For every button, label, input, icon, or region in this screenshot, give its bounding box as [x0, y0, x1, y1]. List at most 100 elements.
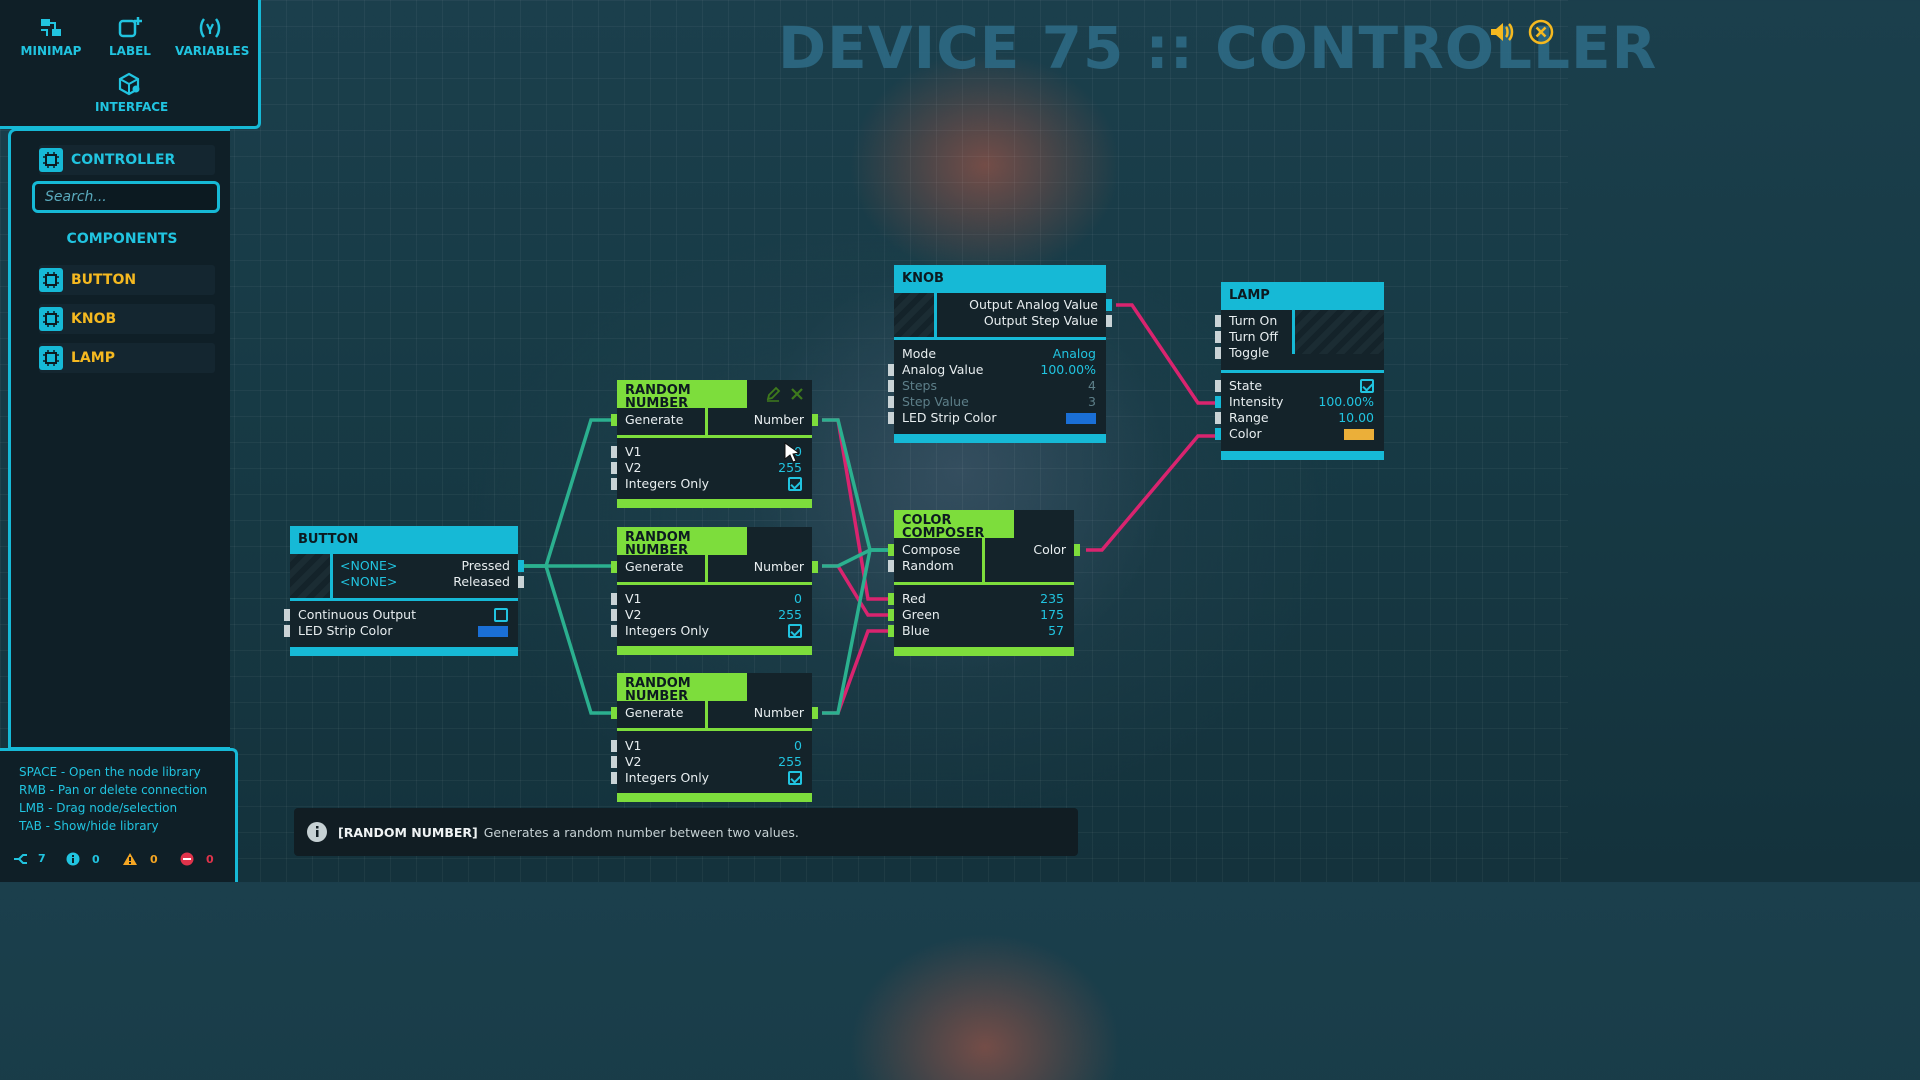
v1-value[interactable]: 0 [794, 591, 802, 606]
input-port[interactable] [611, 740, 617, 752]
speaker-icon[interactable] [1487, 18, 1515, 46]
input-port[interactable] [1215, 396, 1221, 408]
input-port[interactable] [1215, 347, 1221, 359]
input-port[interactable] [1215, 380, 1221, 392]
input-port[interactable] [284, 609, 290, 621]
v1-value[interactable]: 0 [794, 738, 802, 753]
output-port[interactable] [812, 414, 818, 426]
v2-value[interactable]: 255 [778, 754, 802, 769]
step-value-row: Step Value 3 [888, 394, 1106, 410]
input-port[interactable] [611, 756, 617, 768]
wire-button-random1 [524, 418, 611, 568]
input-port[interactable] [611, 561, 617, 573]
integers-only-checkbox[interactable] [788, 624, 802, 638]
search-input[interactable] [32, 181, 220, 213]
random-number-node-3[interactable]: RANDOM NUMBER Generate Number V1 0 V2 25… [611, 673, 818, 802]
input-port[interactable] [888, 593, 894, 605]
interface-button[interactable]: INTERFACE [95, 72, 168, 128]
intensity-value[interactable]: 100.00% [1318, 394, 1374, 409]
error-count: 0 [180, 852, 214, 866]
v2-value[interactable]: 255 [778, 460, 802, 475]
node-footer [894, 647, 1074, 656]
input-port[interactable] [611, 446, 617, 458]
lamp-color-swatch[interactable] [1344, 429, 1374, 440]
pressed-label: Pressed [461, 558, 510, 573]
input-port[interactable] [611, 414, 617, 426]
output-port[interactable] [1106, 299, 1112, 311]
integers-only-row: Integers Only [611, 623, 812, 639]
lamp-node[interactable]: LAMP Turn On Turn Off Toggle State Inten… [1215, 282, 1384, 460]
output-port[interactable] [1106, 315, 1112, 327]
input-port[interactable] [888, 396, 894, 408]
input-port[interactable] [611, 478, 617, 490]
close-icon[interactable] [1527, 18, 1555, 46]
input-port[interactable] [284, 625, 290, 637]
input-port[interactable] [888, 609, 894, 621]
step-value-label: Step Value [902, 394, 969, 409]
step-value[interactable]: 3 [1088, 394, 1096, 409]
random-number-node-2[interactable]: RANDOM NUMBER Generate Number V1 0 V2 25… [611, 527, 818, 655]
minimap-button[interactable]: MINIMAP [16, 16, 86, 72]
blue-value[interactable]: 57 [1048, 623, 1064, 638]
input-port[interactable] [1215, 331, 1221, 343]
v1-value[interactable]: 0 [794, 444, 802, 459]
red-value[interactable]: 235 [1040, 591, 1064, 606]
output-port[interactable] [812, 707, 818, 719]
input-port[interactable] [888, 625, 894, 637]
v2-value[interactable]: 255 [778, 607, 802, 622]
component-item-button[interactable]: BUTTON [39, 265, 215, 295]
pressed-binding[interactable]: <NONE> [340, 558, 398, 573]
mode-value[interactable]: Analog [1052, 346, 1096, 361]
chip-icon [39, 148, 63, 172]
input-port[interactable] [611, 462, 617, 474]
input-port[interactable] [611, 625, 617, 637]
led-color-swatch[interactable] [1066, 413, 1096, 424]
label-button[interactable]: LABEL [95, 16, 165, 72]
input-port[interactable] [611, 593, 617, 605]
input-port[interactable] [888, 412, 894, 424]
released-binding[interactable]: <NONE> [340, 574, 398, 589]
output-port[interactable] [1074, 544, 1080, 556]
edit-icon[interactable] [765, 386, 781, 402]
integers-only-checkbox[interactable] [788, 477, 802, 491]
controller-header[interactable]: CONTROLLER [39, 145, 215, 175]
node-divider [617, 728, 812, 731]
state-checkbox[interactable] [1360, 379, 1374, 393]
node-divider [1292, 310, 1295, 354]
component-item-knob[interactable]: KNOB [39, 304, 215, 334]
output-port[interactable] [812, 561, 818, 573]
color-composer-node[interactable]: COLOR COMPOSER Compose Color Random Red … [888, 510, 1080, 656]
output-port[interactable] [518, 560, 524, 572]
input-port[interactable] [888, 380, 894, 392]
input-port[interactable] [611, 609, 617, 621]
component-item-lamp[interactable]: LAMP [39, 343, 215, 373]
input-port[interactable] [611, 772, 617, 784]
input-port[interactable] [888, 560, 894, 572]
output-port[interactable] [518, 576, 524, 588]
knob-node[interactable]: KNOB Output Analog Value Output Step Val… [888, 265, 1112, 443]
output-pressed: <NONE> Pressed [290, 558, 524, 574]
steps-value[interactable]: 4 [1088, 378, 1096, 393]
analog-value[interactable]: 100.00% [1040, 362, 1096, 377]
generate-row: Generate Number [611, 412, 818, 428]
integers-only-checkbox[interactable] [788, 771, 802, 785]
v1-row: V1 0 [611, 444, 812, 460]
v1-row: V1 0 [611, 591, 812, 607]
random-number-node-1[interactable]: RANDOM NUMBER Generate Number V1 0 V2 25… [611, 380, 818, 508]
input-port[interactable] [1215, 412, 1221, 424]
input-port[interactable] [1215, 315, 1221, 327]
v1-label: V1 [625, 738, 642, 753]
green-value[interactable]: 175 [1040, 607, 1064, 622]
led-color-swatch[interactable] [478, 626, 508, 637]
wire-random2-green [822, 564, 890, 617]
input-port[interactable] [888, 364, 894, 376]
range-value[interactable]: 10.00 [1338, 410, 1374, 425]
input-port[interactable] [1215, 428, 1221, 440]
delete-icon[interactable] [789, 386, 805, 402]
input-port[interactable] [888, 544, 894, 556]
continuous-output-checkbox[interactable] [494, 608, 508, 622]
input-turn-off: Turn Off [1215, 329, 1384, 345]
input-port[interactable] [611, 707, 617, 719]
button-node[interactable]: BUTTON <NONE> Pressed <NONE> Released Co… [284, 526, 524, 656]
variables-button[interactable]: VARIABLES [175, 16, 249, 72]
